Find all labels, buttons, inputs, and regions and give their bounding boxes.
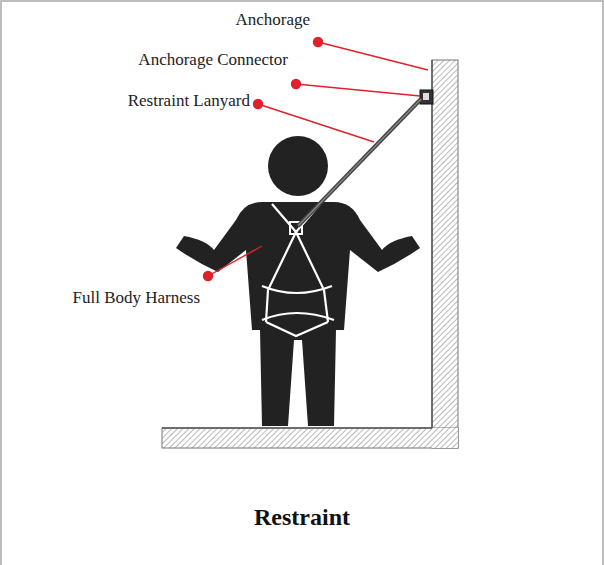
wall (432, 60, 458, 448)
lanyard-label: Restraint Lanyard (128, 91, 250, 111)
corner (432, 428, 458, 448)
lanyard-highlight (298, 99, 421, 226)
caption: Restraint (254, 503, 350, 532)
wall-face (431, 60, 433, 428)
leader-lines (204, 38, 429, 281)
worker-head (268, 136, 328, 196)
restraint-lanyard (298, 99, 421, 226)
worker-body (176, 202, 420, 426)
harness-label: Full Body Harness (73, 288, 201, 308)
floor (162, 428, 458, 448)
anchorage-label: Anchorage (235, 10, 310, 30)
connector-label: Anchorage Connector (138, 50, 288, 70)
anchorage-connector (420, 90, 433, 104)
connector-eye (423, 93, 429, 100)
floor-face (162, 427, 432, 429)
